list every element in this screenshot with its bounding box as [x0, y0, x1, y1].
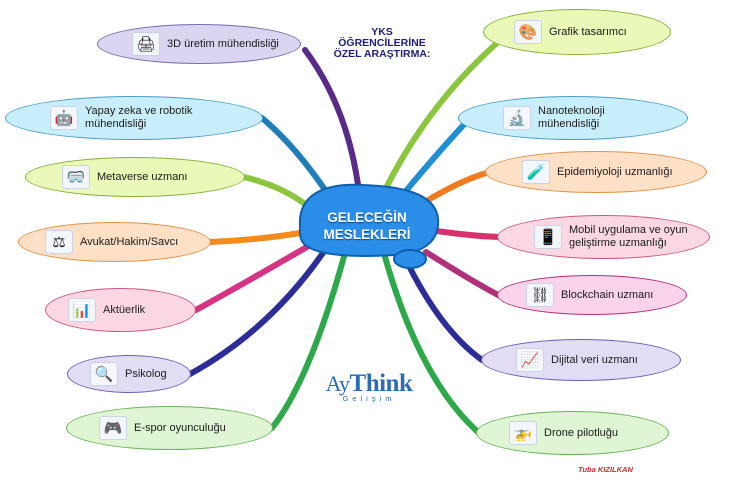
branch-3d — [302, 47, 363, 203]
branch-drn — [382, 254, 481, 435]
node-nanotechnology[interactable]: 🔬 Nanoteknoloji mühendisliği — [458, 96, 688, 140]
node-mobile-dev[interactable]: 📱 Mobil uygulama ve oyun geliştirme uzma… — [497, 215, 710, 259]
branch-act — [193, 241, 315, 313]
blockchain-icon: ⛓ — [526, 283, 554, 307]
central-topic-line-2: MESLEKLERİ — [323, 227, 411, 242]
node-data-specialist[interactable]: 📈 Dijital veri uzmanı — [481, 339, 681, 381]
survey-title-line-1: YKS — [371, 26, 393, 38]
node-label: Drone pilotluğu — [544, 426, 618, 439]
node-blockchain[interactable]: ⛓ Blockchain uzmanı — [497, 275, 687, 315]
author-credit: Tuba KIZILKAN — [578, 465, 633, 474]
magnifier-person-icon: 🔍 — [90, 362, 118, 386]
gavel-icon: ⚖ — [45, 230, 73, 254]
node-label: Dijital veri uzmanı — [551, 353, 638, 366]
node-epidemiology[interactable]: 🧪 Epidemiyoloji uzmanlığı — [485, 151, 707, 193]
node-metaverse[interactable]: 🥽 Metaverse uzmanı — [25, 157, 245, 197]
node-label: Grafik tasarımcı — [549, 25, 627, 38]
node-label: Metaverse uzmanı — [97, 170, 188, 183]
node-psychologist[interactable]: 🔍 Psikolog — [67, 355, 191, 393]
node-actuary[interactable]: 📊 Aktüerlik — [45, 288, 196, 332]
bar-chart-icon: 📊 — [68, 298, 96, 322]
microscope-icon: 🔬 — [503, 106, 531, 130]
node-ai-robotics[interactable]: 🤖 Yapay zeka ve robotik mühendisliği — [5, 96, 263, 140]
gamer-icon: 🎮 — [99, 416, 127, 440]
node-label: Blockchain uzmanı — [561, 288, 654, 301]
node-label: Psikolog — [125, 367, 167, 380]
design-desk-icon: 🎨 — [514, 20, 542, 44]
branch-psy — [187, 247, 328, 377]
drone-icon: 🚁 — [509, 421, 537, 445]
branch-esp — [269, 250, 348, 431]
node-label: Yapay zeka ve robotik mühendisliği — [85, 105, 193, 130]
node-label: Mobil uygulama ve oyun geliştirme uzmanl… — [569, 224, 688, 249]
survey-title: YKS ÖĞRENCİLERİNE ÖZEL ARAŞTIRMA: — [318, 27, 446, 60]
node-label: E-spor oyunculuğu — [134, 421, 226, 434]
node-drone-pilot[interactable]: 🚁 Drone pilotluğu — [476, 411, 669, 455]
brand-logo: AyThink Gelişim — [322, 370, 416, 403]
data-analytics-icon: 📈 — [516, 348, 544, 372]
node-label: Epidemiyoloji uzmanlığı — [557, 165, 673, 178]
branch-mob — [427, 227, 503, 240]
central-topic-line-1: GELECEĞİN — [327, 210, 407, 225]
node-label: Avukat/Hakim/Savcı — [80, 235, 179, 248]
branch-law — [207, 229, 309, 245]
central-cloud — [298, 183, 440, 269]
brand-name-suffix: Think — [349, 370, 413, 397]
robot-icon: 🤖 — [50, 106, 78, 130]
node-label: Aktüerlik — [103, 303, 146, 316]
scientist-icon: 🧪 — [522, 160, 550, 184]
node-law[interactable]: ⚖ Avukat/Hakim/Savcı — [18, 222, 211, 262]
brand-subtitle: Gelişim — [342, 394, 396, 403]
survey-title-line-3: ÖZEL ARAŞTIRMA: — [333, 48, 431, 60]
vr-headset-icon: 🥽 — [62, 165, 90, 189]
mobile-app-icon: 📱 — [534, 225, 562, 249]
survey-title-line-2: ÖĞRENCİLERİNE — [338, 37, 426, 49]
node-label: Nanoteknoloji mühendisliği — [538, 105, 605, 130]
printer-3d-icon: 🖨 — [132, 32, 160, 56]
node-label: 3D üretim mühendisliği — [167, 37, 279, 50]
branch-graf — [382, 33, 508, 193]
central-topic: GELECEĞİN MESLEKLERİ — [298, 186, 436, 266]
branch-dij — [402, 255, 485, 363]
node-3d-printing[interactable]: 🖨 3D üretim mühendisliği — [97, 24, 301, 64]
branch-blk — [423, 249, 501, 298]
node-graphic-design[interactable]: 🎨 Grafik tasarımcı — [483, 9, 671, 55]
brand-name: AyThink — [322, 370, 416, 398]
brand-name-prefix: Ay — [325, 371, 350, 396]
node-esports[interactable]: 🎮 E-spor oyunculuğu — [66, 406, 273, 450]
